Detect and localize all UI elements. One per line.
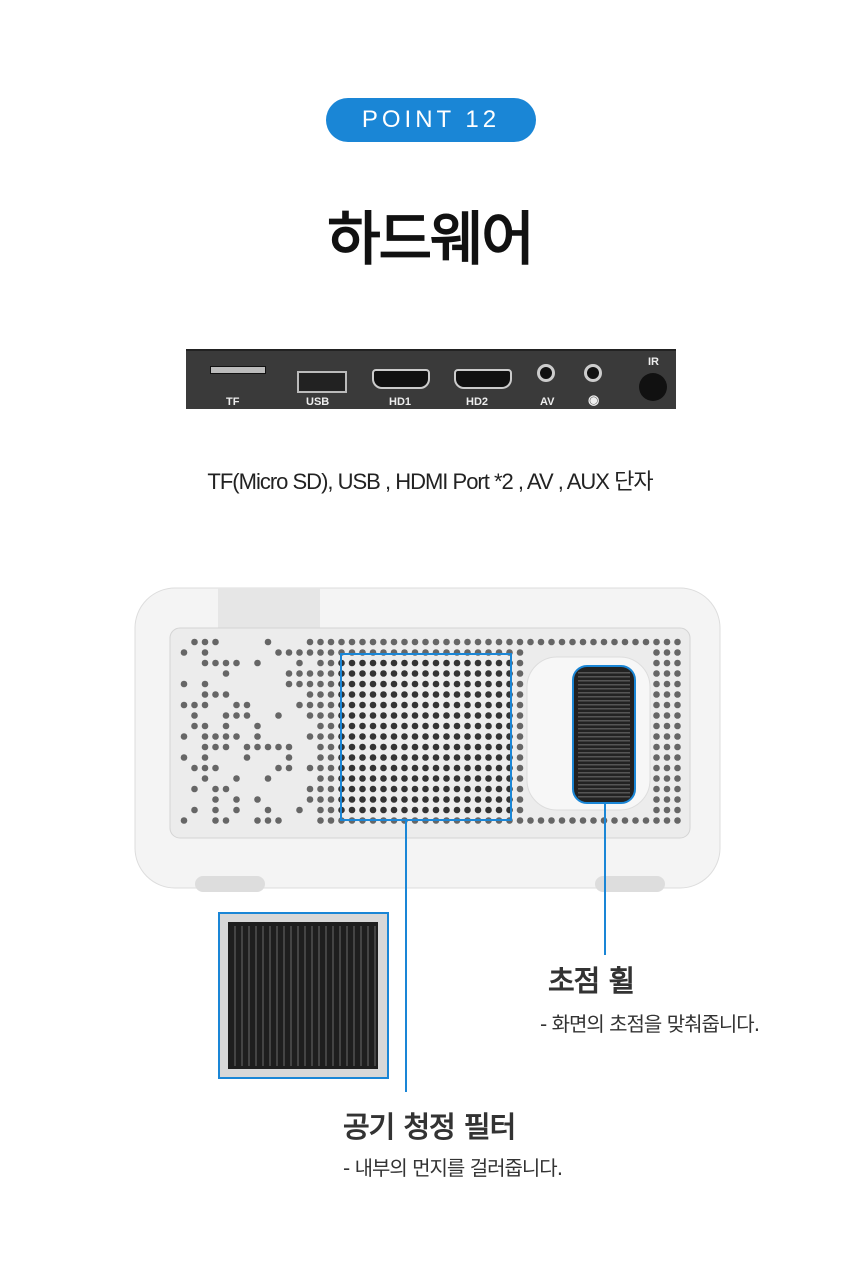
tf-slot-icon — [210, 366, 266, 374]
port-label-hd2: HD2 — [466, 396, 488, 408]
page-title: 하드웨어 — [0, 192, 860, 276]
port-label-tf: TF — [226, 396, 239, 408]
port-label-av: AV — [540, 396, 554, 408]
usb-port-icon — [297, 371, 347, 393]
port-panel-image: TF USB HD1 HD2 AV ◉ IR — [186, 349, 676, 409]
air-filter-image — [218, 912, 389, 1079]
headphone-icon: ◉ — [588, 392, 599, 408]
ir-sensor-icon — [639, 373, 667, 401]
air-filter-title: 공기 청정 필터 — [343, 1104, 515, 1146]
ports-caption: TF(Micro SD), USB , HDMI Port *2 , AV , … — [0, 464, 860, 496]
av-jack-icon — [537, 364, 555, 382]
filter-callout-line — [405, 820, 407, 1092]
point-badge: POINT 12 — [326, 98, 536, 142]
aux-jack-icon — [584, 364, 602, 382]
wheel-callout-line — [604, 803, 606, 955]
hdmi1-port-icon — [372, 369, 430, 389]
projector-image — [120, 580, 740, 910]
hdmi2-port-icon — [454, 369, 512, 389]
port-label-usb: USB — [306, 396, 329, 408]
focus-wheel — [573, 666, 635, 803]
focus-wheel-title: 초점 휠 — [548, 958, 634, 1000]
focus-wheel-desc: - 화면의 초점을 맞춰줍니다. — [540, 1008, 759, 1037]
port-label-ir: IR — [648, 356, 659, 368]
air-filter-desc: - 내부의 먼지를 걸러줍니다. — [343, 1152, 562, 1181]
port-label-hd1: HD1 — [389, 396, 411, 408]
